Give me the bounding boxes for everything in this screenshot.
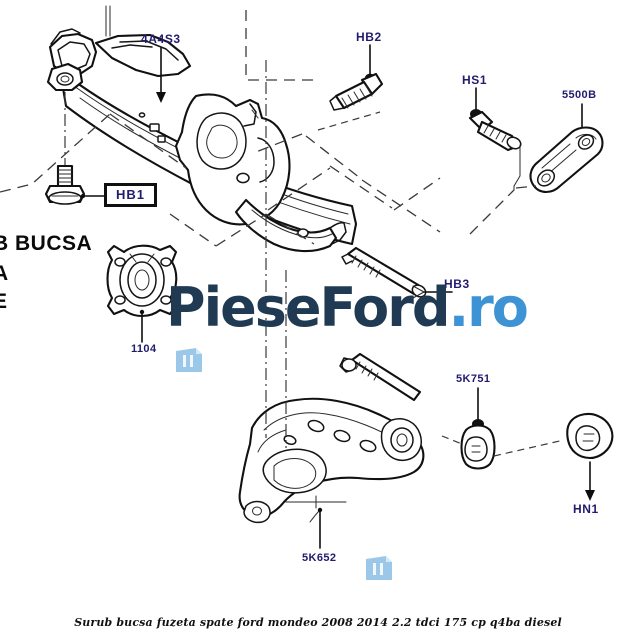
lower-control-arm-5k652-part — [238, 352, 425, 549]
watermark-brand-text: PieseFord — [166, 276, 451, 339]
bolt-hb2-part — [329, 44, 384, 111]
label-lateral-arm-5500b[interactable]: 5500B — [562, 89, 597, 101]
assembly-construction-lines — [0, 10, 537, 509]
nut-hn1-part — [566, 412, 614, 501]
diagram-vector-canvas: .ln { fill:none; stroke:#151515; stroke-… — [0, 5, 614, 549]
blue-tag-icon-bottom — [366, 556, 392, 580]
label-wheel-hub-1104[interactable]: 1104 — [131, 343, 157, 355]
label-bolt-hb2[interactable]: HB2 — [356, 30, 382, 44]
lateral-arm-5500b-part — [529, 103, 604, 194]
edge-text-line-1: B BUCSA — [0, 232, 93, 255]
label-bolt-hb1[interactable]: HB1 — [104, 183, 158, 207]
image-caption: Surub bucsa fuzeta spate ford mondeo 200… — [74, 615, 562, 629]
label-nut-hn1[interactable]: HN1 — [573, 502, 599, 516]
bushing-5k751-part — [441, 387, 565, 470]
exploded-parts-diagram: .ln { fill:none; stroke:#151515; stroke-… — [0, 5, 614, 549]
label-bushing-5k751[interactable]: 5K751 — [456, 373, 491, 385]
bolt-hb3-part — [341, 246, 453, 299]
blue-tag-icon-left — [176, 348, 202, 372]
label-lower-arm-5k652[interactable]: 5K652 — [302, 552, 337, 564]
edge-text-line-2: A — [0, 262, 9, 285]
label-bolt-hb3[interactable]: HB3 — [444, 277, 470, 291]
watermark-tld-text: .ro — [448, 276, 529, 339]
edge-text-line-3: E — [0, 290, 8, 313]
site-watermark: PieseFord.ro — [166, 281, 529, 335]
callout-leader-4a4s3 — [156, 47, 166, 103]
label-crossmember-4a4s3[interactable]: 4A4S3 — [141, 32, 181, 46]
wheel-hub-bearing-part — [106, 244, 178, 343]
label-tie-rod-hs1[interactable]: HS1 — [462, 73, 488, 87]
tie-rod-hs1-part — [468, 87, 522, 191]
